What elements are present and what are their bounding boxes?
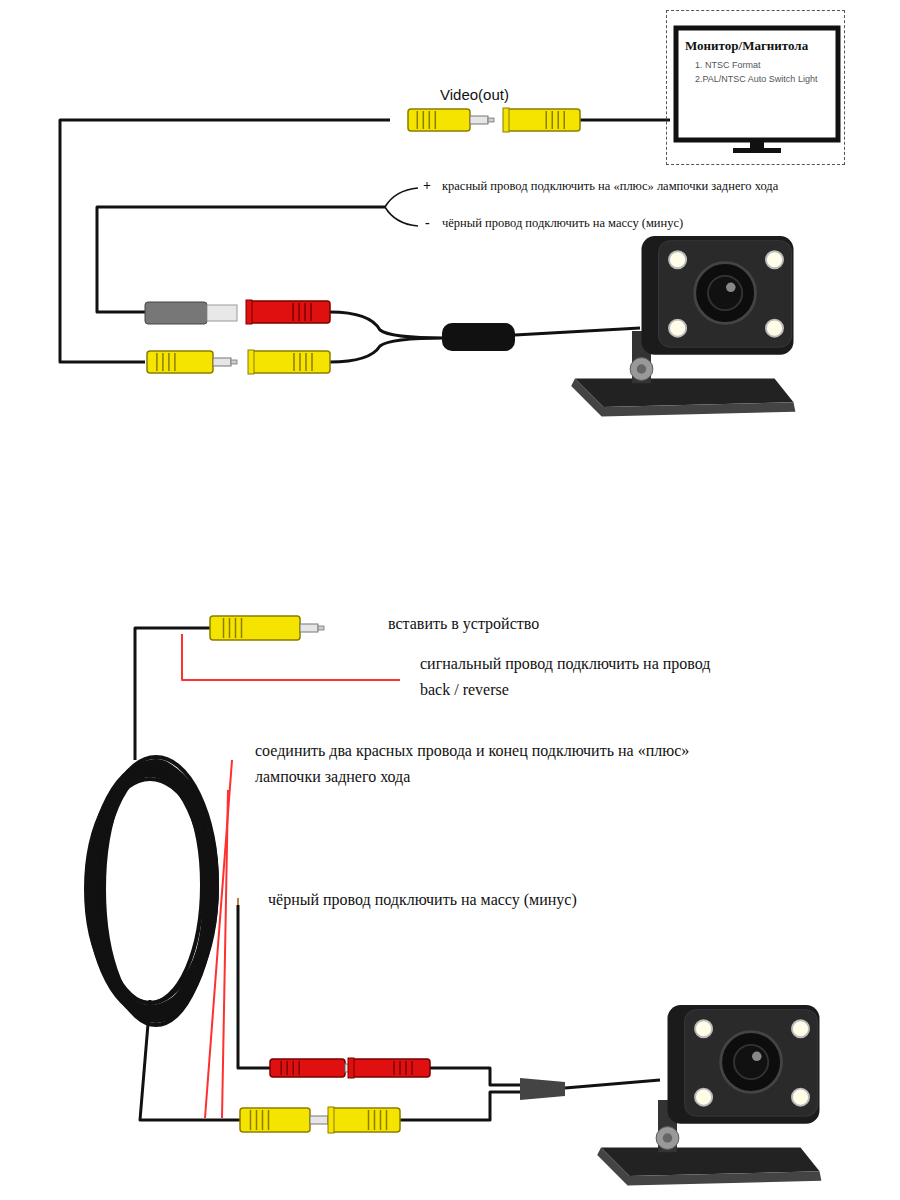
node-note: 1. NTSC Format: [685, 60, 830, 74]
cable-wire: [430, 1068, 525, 1085]
cable-wire: [580, 119, 670, 122]
wire-split: [385, 188, 418, 226]
cable-wire: [400, 1092, 525, 1120]
cable-coil: [86, 757, 217, 1025]
wiring-note: чёрный провод подключить на массу (минус…: [268, 890, 577, 911]
rca-male-plug: [147, 351, 237, 373]
cable-wire: [97, 207, 385, 312]
rca-female-jack: [348, 1058, 430, 1078]
cable-wire: [60, 120, 390, 362]
rca-female-jack: [328, 1107, 400, 1133]
cable-junction: [442, 323, 515, 351]
signal-wire: [182, 634, 400, 680]
rca-male-plug: [270, 1059, 369, 1077]
wiring-note: соединить два красных провода и конец по…: [255, 738, 710, 789]
monitor-screen: [676, 28, 838, 153]
power-plug: [145, 302, 207, 324]
polarity-sign: +: [423, 177, 431, 195]
rca-female-jack: [503, 108, 580, 132]
cable-junction: [520, 1078, 565, 1100]
wiring-note: красный провод подключить на «плюс» ламп…: [442, 178, 778, 194]
node-heading: Монитор/Магнитола: [685, 39, 830, 60]
wiring-note: сигнальный провод подключить на провод b…: [420, 651, 720, 702]
rear-camera: [571, 236, 795, 417]
wiring-note: вставить в устройство: [388, 614, 539, 635]
rca-female-jack: [248, 350, 330, 374]
cable-wire: [330, 312, 445, 362]
rca-female-jack: [246, 300, 330, 324]
rca-male-plug: [240, 1108, 334, 1132]
monitor-box: Монитор/Магнитола1. NTSC Format2.PAL/NTS…: [666, 10, 845, 165]
wiring-note: чёрный провод подключить на массу (минус…: [442, 215, 683, 231]
rear-camera: [597, 1005, 821, 1186]
rca-male-plug: [408, 109, 494, 131]
cable-wire: [565, 1080, 660, 1088]
wire-tip: [237, 898, 239, 905]
power-wire: [222, 790, 228, 1118]
cable-wire: [515, 328, 640, 335]
node-note: 2.PAL/NTSC Auto Switch Light: [685, 74, 830, 84]
polarity-sign: -: [425, 214, 430, 232]
signal-name: Video(out): [440, 85, 509, 105]
cable-wire: [135, 628, 210, 760]
ground-wire: [238, 905, 270, 1068]
power-plug-tip: [207, 305, 237, 321]
rca-male-plug: [210, 616, 324, 640]
